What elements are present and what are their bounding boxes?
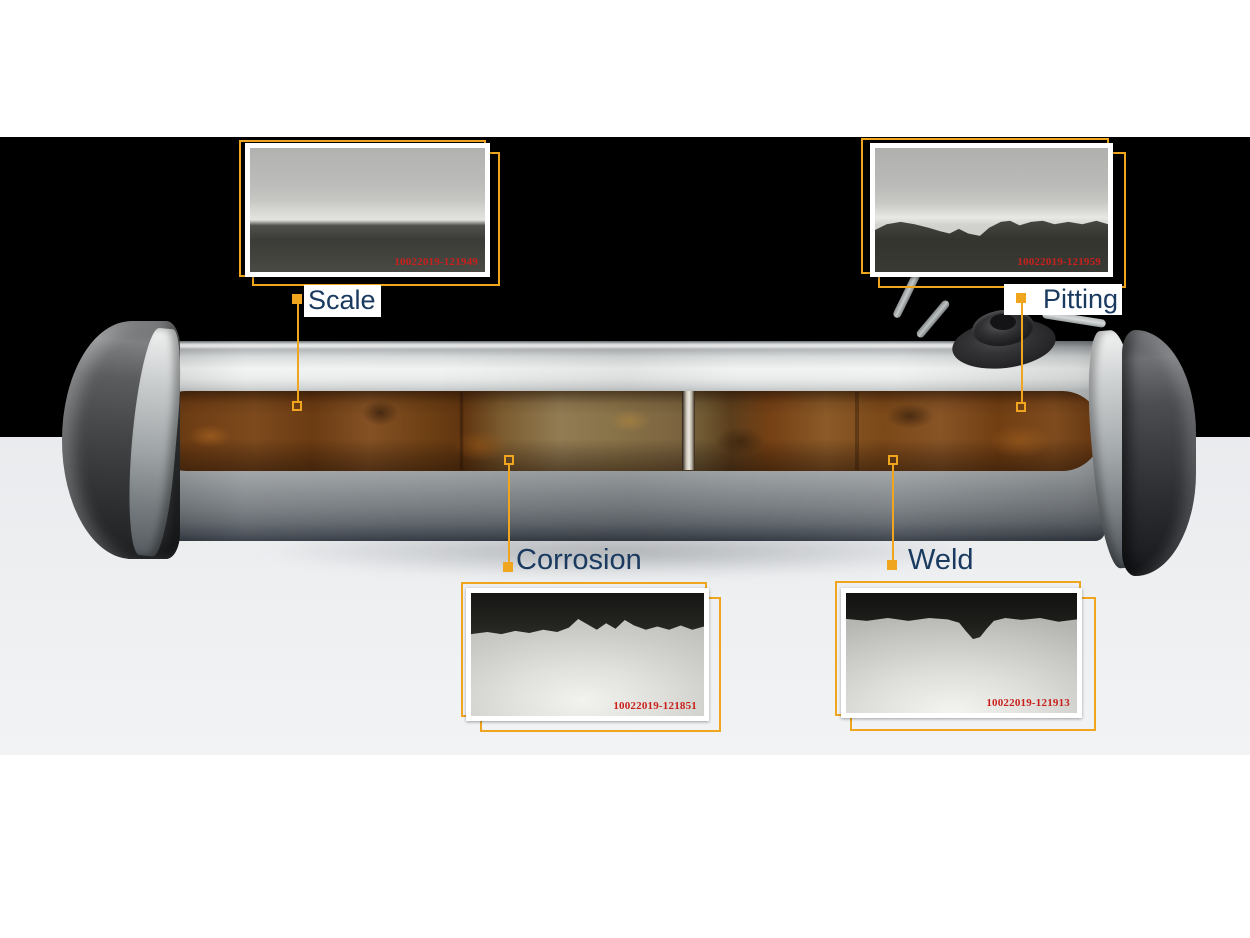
pipe-right-end-cap [1122, 330, 1196, 576]
pipe-weld-seam [682, 391, 695, 470]
pipe-fitting-hub [990, 314, 1016, 330]
callout-marker-solid [1016, 293, 1026, 303]
callout-marker-open [504, 455, 514, 465]
sensor-cable [915, 298, 951, 340]
defect-label-weld: Weld [908, 544, 974, 576]
scan-surface [250, 148, 485, 272]
callout-marker-solid [292, 294, 302, 304]
callout-marker-open [1016, 402, 1026, 412]
callout-marker-solid [887, 560, 897, 570]
callout-marker-open [888, 455, 898, 465]
callout-connector-scale [297, 303, 299, 402]
scan-timestamp: 10022019-121851 [613, 700, 697, 712]
scan-timestamp: 10022019-121913 [986, 697, 1070, 709]
pipe-corrosion-window [150, 391, 1102, 471]
scan-image-corrosion: 10022019-121851 [466, 588, 709, 721]
scan-dark-region [875, 220, 1108, 272]
callout-connector-pitting [1021, 302, 1023, 403]
scan-image-pitting: 10022019-121959 [870, 143, 1113, 277]
scan-dark-region [846, 593, 1077, 640]
scan-surface [875, 148, 1108, 272]
pipe-top-highlight [170, 343, 1030, 348]
scan-timestamp: 10022019-121959 [1017, 256, 1101, 268]
callout-marker-open [292, 401, 302, 411]
scan-surface [846, 593, 1077, 713]
pipe-segment-joint [459, 392, 464, 470]
callout-marker-solid [503, 562, 513, 572]
scan-image-scale: 10022019-121949 [245, 143, 490, 277]
scan-image-weld: 10022019-121913 [841, 588, 1082, 718]
defect-label-scale: Scale [304, 285, 381, 317]
callout-connector-corrosion [508, 464, 510, 563]
defect-label-corrosion: Corrosion [516, 544, 642, 576]
pipe-segment-joint [855, 392, 859, 470]
scan-dark-region [471, 593, 704, 635]
scan-timestamp: 10022019-121949 [394, 256, 478, 268]
scan-surface [471, 593, 704, 716]
callout-connector-weld [892, 464, 894, 561]
